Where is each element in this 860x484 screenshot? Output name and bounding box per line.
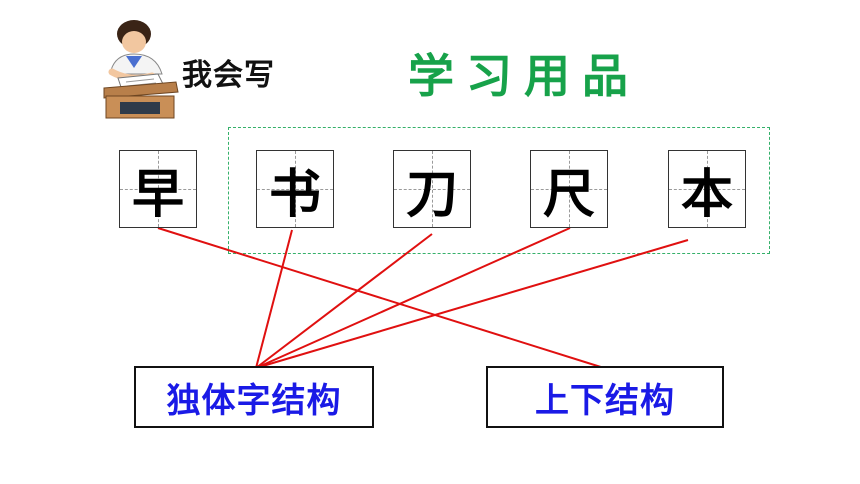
grid-line (707, 151, 708, 227)
char-cell-shu[interactable]: 书 (256, 150, 334, 228)
char-cell-ben[interactable]: 本 (668, 150, 746, 228)
char-glyph: 书 (268, 163, 321, 225)
section-label: 我会写 (182, 58, 275, 93)
dashed-highlight-group (228, 127, 770, 254)
student-writing-icon (103, 20, 179, 119)
category-independent-box[interactable]: 独体字结构 (134, 366, 374, 428)
char-glyph: 早 (131, 163, 184, 225)
char-cell-chi[interactable]: 尺 (530, 150, 608, 228)
match-line-zao (157, 227, 605, 369)
char-cell-zao[interactable]: 早 (119, 150, 197, 228)
grid-line (158, 151, 159, 227)
match-line-dao (255, 233, 433, 369)
char-glyph: 本 (680, 163, 733, 225)
match-line-ben (255, 239, 689, 369)
grid-line (295, 151, 296, 227)
char-glyph: 尺 (542, 163, 595, 225)
match-line-shu (255, 229, 293, 369)
category-top-bottom-box[interactable]: 上下结构 (486, 366, 724, 428)
lesson-title: 学习用品 (408, 49, 640, 103)
grid-line (569, 151, 570, 227)
match-line-chi (255, 227, 571, 369)
grid-line (432, 151, 433, 227)
char-cell-dao[interactable]: 刀 (393, 150, 471, 228)
char-glyph: 刀 (405, 163, 458, 225)
